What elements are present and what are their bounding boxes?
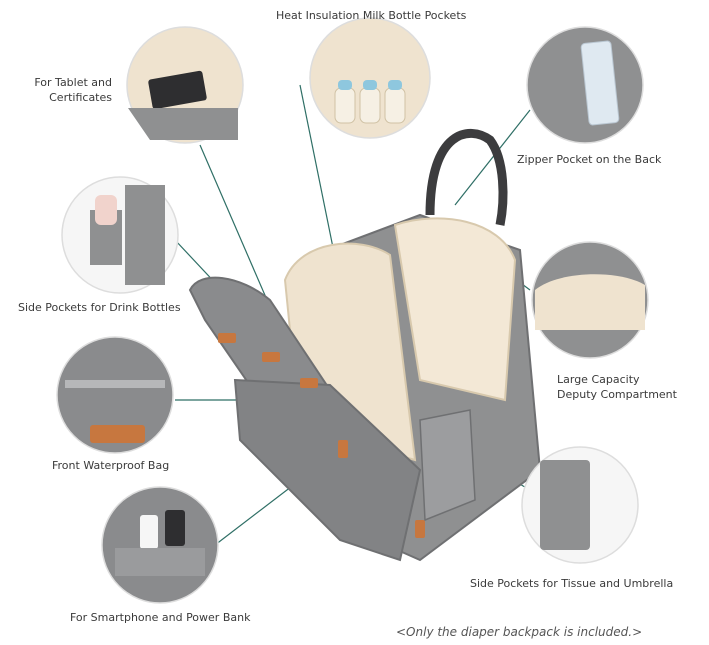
side-mesh-pocket xyxy=(419,409,476,522)
label-tissue-umbrella: Side Pockets for Tissue and Umbrella xyxy=(470,577,674,590)
top-handle xyxy=(425,129,508,226)
label-smartphone: For Smartphone and Power Bank xyxy=(70,611,251,624)
label-large-capacity: Large Capacity Deputy Compartment xyxy=(557,372,677,402)
detail-large-capacity xyxy=(531,241,649,359)
detail-zipper-back xyxy=(526,26,644,144)
label-large-line2: Deputy Compartment xyxy=(557,388,677,401)
detail-tablet xyxy=(126,26,244,144)
leather-tab xyxy=(262,352,280,362)
detail-tissue-umbrella xyxy=(521,446,639,564)
leather-tab xyxy=(300,378,318,388)
leather-tab xyxy=(218,333,236,343)
label-tablet-line1: For Tablet and xyxy=(34,76,112,89)
detail-drink-bottles xyxy=(61,176,179,294)
detail-smartphone xyxy=(101,486,219,604)
detail-milk-pockets xyxy=(309,17,431,139)
leader-line-zipper xyxy=(454,109,531,206)
label-milk-pockets: Heat Insulation Milk Bottle Pockets xyxy=(276,9,467,22)
label-drink-bottles: Side Pockets for Drink Bottles xyxy=(18,301,181,314)
label-tablet-line2: Certificates xyxy=(49,91,112,104)
deputy-compartment-lining xyxy=(393,217,517,402)
backpack xyxy=(188,129,542,562)
included-note: <Only the diaper backpack is included.> xyxy=(396,625,643,639)
label-front-bag: Front Waterproof Bag xyxy=(52,459,170,472)
label-tablet: For Tablet and Certificates xyxy=(14,75,112,105)
detail-circles xyxy=(56,17,649,604)
label-zipper-back: Zipper Pocket on the Back xyxy=(517,153,662,166)
detail-front-bag xyxy=(56,336,174,454)
leather-tab xyxy=(338,440,348,458)
leather-tab xyxy=(415,520,425,538)
leader-line-smartphone xyxy=(214,479,301,546)
front-pocket xyxy=(233,378,422,562)
label-large-line1: Large Capacity xyxy=(557,373,640,386)
